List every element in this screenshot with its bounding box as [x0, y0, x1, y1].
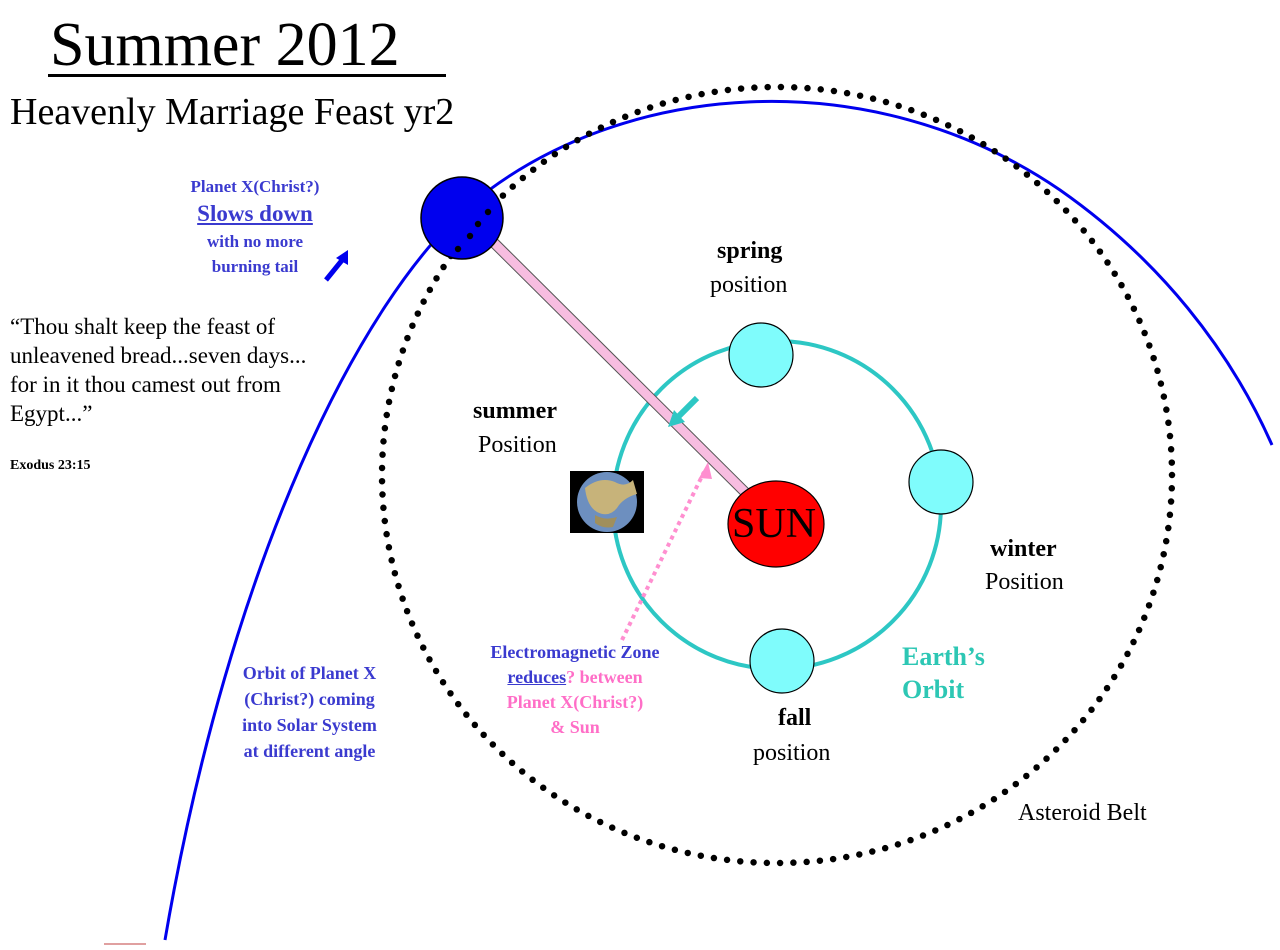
- orbit-caption-line2: (Christ?) coming: [244, 689, 375, 709]
- earth-orbit-line1: Earth’s: [902, 642, 985, 671]
- planet-x-line3: with no more: [206, 232, 303, 251]
- planet-x-line4: burning tail: [211, 257, 299, 276]
- earth-orbit-label: Earth’s Orbit: [902, 640, 985, 706]
- planet-x-orbit-caption: Orbit of Planet X (Christ?) coming into …: [222, 660, 397, 764]
- em-zone-caption: Electromagnetic Zone reduces? between Pl…: [470, 640, 680, 740]
- orbit-caption-line1: Orbit of Planet X: [242, 663, 377, 683]
- approach-arrow-icon: [324, 257, 345, 282]
- earth-photo-icon: [570, 471, 644, 533]
- spring-label: spring: [717, 238, 783, 264]
- planet-x: [420, 176, 504, 260]
- em-zone-line3: Planet X(Christ?): [506, 692, 644, 712]
- small-red-mark: [104, 943, 146, 945]
- scripture-reference: Exodus 23:15: [10, 458, 91, 473]
- winter-label: winter: [990, 536, 1057, 562]
- fall-label: fall: [778, 705, 812, 731]
- planet-x-line2: Slows down: [197, 201, 313, 226]
- sun-label: SUN: [732, 501, 817, 547]
- page-subtitle: Heavenly Marriage Feast yr2: [10, 91, 455, 133]
- orbit-caption-line3: into Solar System: [242, 715, 377, 735]
- title-underline: [48, 74, 446, 77]
- em-zone-arrow-icon: [620, 471, 706, 641]
- em-zone-line1: Electromagnetic Zone: [490, 642, 660, 662]
- planet-x-line1: Planet X(Christ?): [190, 177, 320, 196]
- scripture-quote: “Thou shalt keep the feast of unleavened…: [10, 314, 307, 426]
- asteroid-dots-over-planet: [454, 208, 492, 253]
- asteroid-belt-label: Asteroid Belt: [1018, 800, 1147, 826]
- earth-orbit-line2: Orbit: [902, 675, 965, 704]
- summer-position: Position: [478, 432, 557, 458]
- winter-position: Position: [985, 569, 1064, 595]
- planet-x-caption: Planet X(Christ?) Slows down with no mor…: [150, 174, 360, 279]
- orbit-caption-line4: at different angle: [243, 741, 376, 761]
- earth-fall: [749, 628, 815, 694]
- asteroid-belt-ring: [378, 83, 1176, 867]
- teal-arrow-icon: [675, 395, 700, 420]
- sun: [727, 480, 825, 568]
- summer-label: summer: [473, 398, 557, 424]
- earth-winter: [908, 449, 974, 515]
- earth-spring: [728, 322, 794, 388]
- fall-position: position: [753, 740, 831, 766]
- em-zone-line4: & Sun: [550, 717, 600, 737]
- em-zone-reduces: reduces: [507, 667, 567, 687]
- planet-x-orbit: [163, 100, 1274, 941]
- em-zone-between: ? between: [566, 667, 643, 687]
- spring-position: position: [710, 272, 788, 298]
- page-title: Summer 2012: [50, 11, 400, 79]
